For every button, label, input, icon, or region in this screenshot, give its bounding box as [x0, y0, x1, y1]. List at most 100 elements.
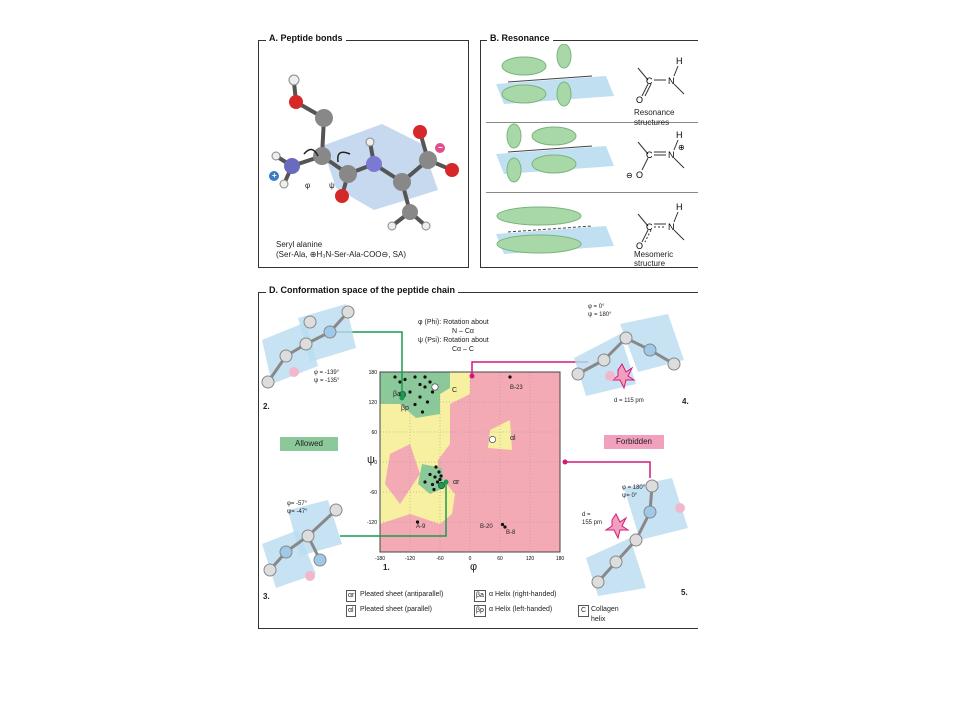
tick-label-x: -120	[405, 556, 415, 562]
data-point	[438, 477, 442, 482]
data-point	[413, 402, 417, 407]
data-point	[413, 375, 417, 379]
svg-text:N: N	[668, 222, 675, 232]
data-point	[423, 385, 427, 389]
label-alpha-l: αl	[510, 435, 516, 442]
conformation-3-diagram	[262, 500, 343, 588]
tick-label-y: -60	[370, 490, 377, 496]
resonance-structures-label-2: structures	[634, 118, 670, 127]
tick-label-y: -120	[367, 520, 377, 526]
data-point	[418, 382, 422, 387]
data-point	[418, 395, 422, 399]
panel-a-right-border	[468, 40, 469, 267]
phi-label: φ	[305, 181, 311, 190]
legend-value-4: α Helix (left-handed)	[489, 606, 553, 613]
conf4-distance: d = 115 pm	[614, 398, 644, 404]
conf3-phi: φ= -57°	[287, 501, 308, 507]
svg-text:C: C	[646, 150, 653, 160]
forbidden-badge: Forbidden	[604, 435, 664, 449]
resonance-orbitals	[496, 44, 614, 254]
conf5-psi: ψ= 0°	[622, 493, 638, 499]
tick-label-y: 0	[374, 460, 377, 466]
tick-label-x: 0	[469, 556, 472, 562]
panel-b-title: B. Resonance	[487, 33, 553, 43]
panel-a-bottom-border	[258, 267, 469, 268]
legend-key-2: αl	[346, 605, 356, 617]
conf4-psi: ψ = 180°	[588, 312, 612, 318]
legend-key-4: βp	[474, 605, 486, 617]
svg-text:C: C	[646, 76, 653, 86]
resonance-structures-label-1: Resonance	[634, 108, 675, 117]
resonance-structure-1: C N H O	[636, 56, 685, 104]
panel-a-title: A. Peptide bonds	[266, 33, 346, 43]
plot-number-1: 1.	[383, 563, 390, 572]
panel-b-left-border	[480, 40, 481, 267]
panel-b-bottom-border	[480, 267, 698, 268]
psi-definition-bond: Cα – C	[452, 346, 474, 353]
conf2-psi: ψ = -135°	[314, 378, 340, 384]
data-point	[398, 380, 402, 384]
svg-text:O: O	[636, 241, 643, 250]
axis-psi-label: ψ	[367, 454, 375, 466]
panel-a-top-border	[258, 40, 468, 41]
legend-key-5: C	[578, 605, 590, 617]
label-beta-a: βa	[393, 391, 401, 398]
conf2-phi: φ = -139°	[314, 370, 340, 376]
conf3-number: 3.	[263, 592, 270, 601]
label-b20: B-20	[480, 524, 493, 530]
legend-value-2: Pleated sheet (parallel)	[360, 606, 432, 613]
panel-d-left-border	[258, 292, 259, 628]
mesomeric-label-1: Mesomeric	[634, 250, 674, 259]
plus-charge: +	[272, 171, 277, 180]
tick-label-x: 180	[556, 556, 565, 562]
conformation-5-diagram	[586, 478, 688, 596]
legend-value-5: Collagen helix	[591, 606, 619, 623]
psi-label: ψ	[329, 181, 335, 190]
data-point	[428, 472, 432, 477]
orbital-row-1	[496, 44, 614, 107]
tick-label-y: 180	[369, 370, 378, 376]
legend-value-3: α Helix (right-handed)	[489, 591, 557, 598]
conf5-number: 5.	[681, 588, 688, 597]
data-point	[428, 380, 432, 384]
legend-value-1: Pleated sheet (antiparallel)	[360, 591, 444, 598]
conf3-psi: ψ= -47°	[287, 509, 308, 515]
data-point	[435, 480, 440, 484]
allowed-badge: Allowed	[280, 437, 338, 451]
panel-b-top-border	[480, 40, 698, 41]
svg-text:H: H	[676, 56, 683, 66]
data-point	[500, 522, 505, 527]
conf4-phi: φ = 0°	[588, 304, 605, 310]
data-point	[437, 470, 441, 474]
data-point	[434, 465, 438, 469]
data-point	[503, 525, 507, 529]
data-point	[433, 475, 437, 479]
data-point	[508, 375, 512, 379]
ramachandran-points	[393, 375, 512, 529]
caption-seryl-alanine: Seryl alanine	[276, 240, 323, 249]
data-point	[425, 400, 430, 404]
conformation-4-diagram	[571, 314, 684, 396]
legend: αr Pleated sheet (antiparallel) αl Pleat…	[346, 590, 619, 623]
label-b23: B-23	[510, 385, 523, 391]
tick-label-y: 60	[371, 430, 377, 436]
data-point	[408, 390, 412, 394]
axis-phi-label: φ	[470, 561, 478, 573]
conformation-2-diagram	[261, 304, 356, 389]
svg-text:⊖: ⊖	[626, 171, 633, 180]
data-point	[423, 480, 427, 484]
minus-charge: −	[438, 143, 443, 152]
conf5-distance-label: d =	[582, 512, 591, 518]
data-point	[393, 375, 397, 379]
tick-label-x: -60	[436, 556, 443, 562]
data-point	[420, 410, 425, 414]
panel-d-top-border	[258, 292, 698, 293]
legend-key-1: αr	[346, 590, 357, 602]
marker-alpha-l	[489, 436, 497, 444]
panel-d-bottom-border	[258, 628, 698, 629]
connector-lines	[336, 331, 651, 537]
svg-text:N: N	[668, 150, 675, 160]
marker-collagen	[431, 383, 439, 391]
